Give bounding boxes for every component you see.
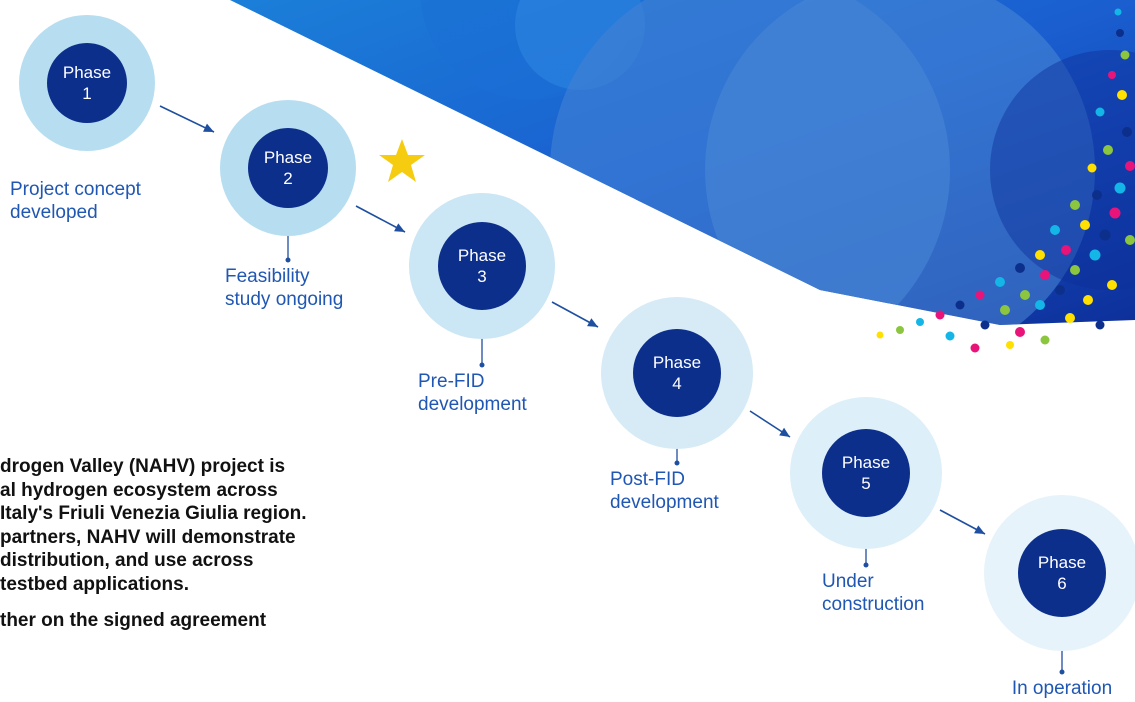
phase-number: 5 bbox=[861, 474, 871, 493]
confetti-dot bbox=[1040, 335, 1050, 345]
phase-number: 6 bbox=[1057, 574, 1067, 593]
confetti-dot bbox=[1087, 163, 1097, 173]
phase-label-1: Project concept developed bbox=[10, 179, 141, 223]
phase-label-3: Pre-FID development bbox=[418, 371, 527, 415]
phase-circle: Phase 5 bbox=[822, 429, 910, 517]
confetti-dot bbox=[1125, 161, 1135, 171]
body-text: drogen Valley (NAHV) project is al hydro… bbox=[0, 455, 420, 633]
confetti-dot bbox=[995, 277, 1005, 287]
confetti-dot bbox=[1116, 29, 1124, 37]
confetti-dot bbox=[1122, 127, 1132, 137]
body-line: distribution, and use across bbox=[0, 550, 254, 571]
confetti-dot bbox=[1070, 200, 1080, 210]
phase-label-2: Feasibility study ongoing bbox=[225, 266, 344, 310]
phase-number: 4 bbox=[672, 374, 682, 393]
arrowhead-icon bbox=[587, 318, 598, 327]
phase-word: Phase bbox=[1037, 553, 1087, 572]
connector-dot bbox=[285, 257, 291, 263]
phase-word: Phase bbox=[457, 246, 507, 265]
confetti-dot bbox=[1050, 225, 1060, 235]
connector-dot bbox=[1059, 669, 1065, 675]
confetti-dot bbox=[916, 318, 924, 326]
confetti-dot bbox=[1020, 290, 1030, 300]
body-line: drogen Valley (NAHV) project is bbox=[0, 456, 286, 477]
confetti-dot bbox=[1108, 71, 1116, 79]
body-paragraph-1: drogen Valley (NAHV) project is al hydro… bbox=[0, 455, 420, 596]
star-icon bbox=[378, 138, 426, 189]
confetti-dot bbox=[1035, 250, 1045, 260]
phase-circle: Phase 3 bbox=[438, 222, 526, 310]
confetti-dot bbox=[1061, 245, 1071, 255]
confetti-dot bbox=[945, 331, 955, 341]
confetti-dot bbox=[1107, 280, 1117, 290]
phase-number: 2 bbox=[283, 169, 293, 188]
phase-label-6: In operation bbox=[1011, 678, 1113, 699]
phase-number: 1 bbox=[82, 84, 92, 103]
phase-word: Phase bbox=[652, 353, 702, 372]
body-line: testbed applications. bbox=[0, 573, 189, 595]
phase-label-5: Under construction bbox=[822, 571, 925, 615]
phase-circle: Phase 2 bbox=[248, 128, 328, 208]
confetti-dot bbox=[955, 300, 965, 310]
phase-label-4: Post-FID development bbox=[610, 469, 719, 513]
confetti-dot bbox=[1000, 305, 1010, 315]
confetti-dot bbox=[1080, 220, 1090, 230]
body-line: Italy's Friuli Venezia Giulia region. bbox=[0, 503, 307, 524]
phase-circle: Phase 4 bbox=[633, 329, 721, 417]
confetti-dot bbox=[1114, 8, 1122, 16]
confetti-dot bbox=[1103, 145, 1113, 155]
arrowhead-icon bbox=[203, 123, 214, 132]
confetti-dot bbox=[1095, 320, 1105, 330]
confetti-dot bbox=[1120, 50, 1130, 60]
body-line: partners, NAHV will demonstrate bbox=[0, 526, 296, 548]
phase-circle: Phase 1 bbox=[47, 43, 127, 123]
confetti-dot bbox=[1089, 249, 1101, 261]
confetti-dot bbox=[935, 310, 945, 320]
confetti-dot bbox=[1109, 207, 1121, 219]
phase-word: Phase bbox=[841, 453, 891, 472]
confetti-dot bbox=[975, 290, 985, 300]
connector-dot bbox=[479, 362, 485, 368]
confetti-dot bbox=[1035, 300, 1045, 310]
confetti-dot bbox=[1092, 190, 1102, 200]
connector-dot bbox=[674, 460, 680, 466]
confetti-dot bbox=[1040, 270, 1050, 280]
confetti-dot bbox=[1015, 263, 1025, 273]
confetti-dot bbox=[1006, 341, 1014, 349]
phase-circle: Phase 6 bbox=[1018, 529, 1106, 617]
confetti-dots bbox=[876, 8, 1135, 353]
confetti-dot bbox=[1095, 107, 1105, 117]
confetti-dot bbox=[1117, 90, 1127, 100]
confetti-dot bbox=[1099, 229, 1111, 241]
confetti-dot bbox=[876, 331, 884, 339]
phase-word: Phase bbox=[62, 63, 112, 82]
phase-word: Phase bbox=[263, 148, 313, 167]
arrowhead-icon bbox=[394, 223, 405, 232]
phase-arrows bbox=[159, 105, 986, 535]
confetti-dot bbox=[1070, 265, 1080, 275]
body-line: ther on the signed agreement bbox=[0, 610, 267, 631]
confetti-dot bbox=[1055, 285, 1065, 295]
confetti-dot bbox=[980, 320, 990, 330]
body-paragraph-2: ther on the signed agreement bbox=[0, 609, 420, 633]
connector-dot bbox=[863, 562, 869, 568]
confetti-dot bbox=[970, 343, 980, 353]
arrowhead-icon bbox=[779, 427, 790, 437]
confetti-dot bbox=[1125, 235, 1135, 245]
confetti-dot bbox=[1065, 313, 1075, 323]
confetti-dot bbox=[1114, 182, 1126, 194]
arrowhead-icon bbox=[974, 525, 985, 534]
phase-number: 3 bbox=[477, 267, 487, 286]
confetti-dot bbox=[896, 326, 904, 334]
body-line: al hydrogen ecosystem across bbox=[0, 479, 278, 501]
confetti-dot bbox=[1015, 327, 1025, 337]
confetti-dot bbox=[1083, 295, 1093, 305]
